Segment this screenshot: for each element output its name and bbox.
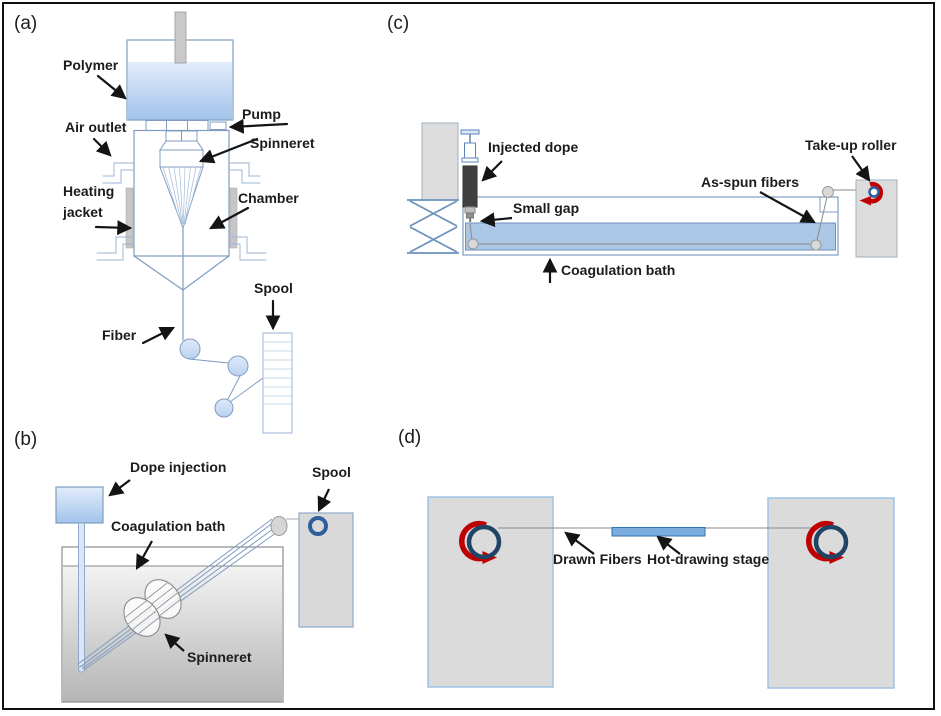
panel-d-tag: (d) bbox=[398, 427, 422, 448]
panel-b-arrows bbox=[108, 479, 332, 652]
roller-icon bbox=[466, 524, 502, 560]
bath-liquid-c bbox=[465, 222, 836, 251]
label-fiber: Fiber bbox=[102, 327, 137, 343]
spinneret-b bbox=[123, 579, 182, 637]
chamber-funnel bbox=[133, 255, 230, 291]
panel-a-tag: (a) bbox=[14, 13, 38, 34]
label-spool-b: Spool bbox=[312, 464, 351, 480]
panel-c-bath-line bbox=[407, 122, 898, 283]
hot-drawing-stage-bar bbox=[611, 527, 706, 537]
panel-c-tag: (c) bbox=[387, 13, 410, 34]
panel-d-hot-drawing bbox=[427, 496, 895, 689]
label-heating-jacket: Heating jacket bbox=[63, 183, 115, 220]
spool-ring-b bbox=[308, 516, 328, 536]
rotation-arrowhead bbox=[859, 196, 871, 206]
draw-stand-left bbox=[427, 496, 554, 688]
label-pump: Pump bbox=[242, 106, 281, 122]
pump-block bbox=[145, 120, 227, 131]
panel-b-wet-spinning bbox=[55, 479, 354, 703]
rotation-arrow-icon bbox=[806, 520, 835, 562]
label-spool-a: Spool bbox=[254, 280, 293, 296]
piston-rod bbox=[174, 11, 187, 64]
label-coagulation-bath-b: Coagulation bath bbox=[111, 518, 226, 534]
rotation-arrow-icon bbox=[868, 181, 884, 204]
label-dope-injection: Dope injection bbox=[130, 459, 227, 475]
label-coagulation-bath-c: Coagulation bath bbox=[561, 262, 676, 278]
air-outlet-ducts bbox=[96, 162, 267, 261]
heating-jacket-left bbox=[125, 187, 134, 249]
label-polymer: Polymer bbox=[63, 57, 119, 73]
dope-reservoir bbox=[55, 486, 104, 524]
take-up-roller-icon bbox=[868, 186, 880, 198]
panel-b-tag: (b) bbox=[14, 429, 38, 450]
polymer-liquid bbox=[128, 62, 232, 120]
spinneret-streams bbox=[162, 166, 202, 225]
label-spinneret-b: Spinneret bbox=[187, 649, 252, 665]
panel-c-arrows bbox=[479, 155, 871, 283]
injected-dope-column bbox=[462, 165, 478, 208]
rotation-arrow-icon bbox=[459, 520, 488, 562]
label-air-outlet: Air outlet bbox=[65, 119, 127, 135]
spool-a bbox=[262, 332, 293, 434]
label-injected-dope: Injected dope bbox=[488, 139, 579, 155]
dope-tube bbox=[78, 522, 85, 670]
label-spinneret-a: Spinneret bbox=[250, 135, 315, 151]
label-chamber: Chamber bbox=[238, 190, 299, 206]
label-drawn-fibers: Drawn Fibers bbox=[553, 551, 642, 567]
scissor-jack bbox=[407, 199, 459, 254]
draw-stand-right bbox=[767, 497, 895, 689]
label-small-gap: Small gap bbox=[513, 200, 580, 216]
label-take-up-roller: Take-up roller bbox=[805, 137, 897, 153]
panel-a-dry-spinning bbox=[92, 11, 293, 434]
guide-roller-b bbox=[270, 516, 288, 536]
panel-a-arrows bbox=[92, 74, 289, 345]
label-hot-drawing-stage: Hot-drawing stage bbox=[647, 551, 770, 567]
roller-icon bbox=[813, 524, 849, 560]
syringe bbox=[460, 129, 480, 222]
label-as-spun-fibers: As-spun fibers bbox=[701, 174, 800, 190]
bath-guides bbox=[467, 186, 834, 251]
godet-rollers bbox=[179, 338, 264, 418]
jack-stand bbox=[421, 122, 459, 201]
panel-d-arrows bbox=[564, 531, 681, 555]
